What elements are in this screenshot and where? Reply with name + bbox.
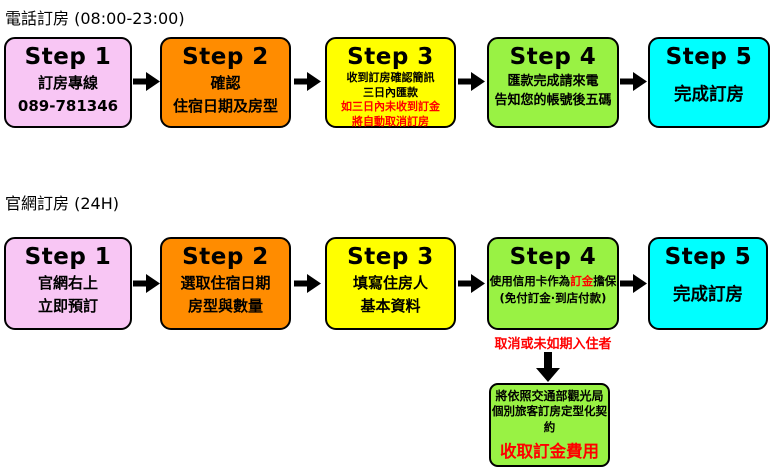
step-title: Step 3	[347, 244, 434, 270]
step-lines: 匯款完成請來電 告知您的帳號後五碼	[494, 73, 611, 109]
step-lines: 使用信用卡作為訂金擔保 (免付訂金·到店付款)	[490, 273, 617, 305]
step-lines: 確認 住宿日期及房型	[173, 72, 278, 117]
step-title: Step 2	[182, 44, 269, 70]
step-line-text: 使用信用卡作為	[489, 274, 571, 289]
step-title: Step 2	[182, 244, 269, 270]
step-title: Step 5	[665, 44, 753, 70]
step-lines: 選取住宿日期 房型與數量	[180, 272, 270, 317]
step-title: Step 1	[24, 244, 112, 270]
step-line: 填寫住房人	[352, 274, 428, 293]
arrow-right-icon	[133, 72, 160, 91]
step-line: 住宿日期及房型	[172, 96, 278, 115]
penalty-line: 個別旅客訂房定型化契約	[492, 404, 607, 434]
step-line: 匯款完成請來電	[507, 74, 599, 90]
step-line: 官網右上	[37, 274, 98, 293]
arrow-right-icon	[458, 274, 485, 293]
step-title: Step 4	[509, 244, 597, 270]
step-line: 完成訂房	[673, 285, 743, 306]
step-line: 089-781346	[17, 96, 119, 115]
penalty-box: 將依照交通部觀光局 個別旅客訂房定型化契約 收取訂金費用	[489, 383, 610, 467]
step-line: 確認	[210, 74, 241, 93]
phone-step5-box: Step 5 完成訂房	[648, 37, 770, 128]
web-step2-box: Step 2 選取住宿日期 房型與數量	[160, 237, 291, 330]
step-lines: 訂房專線 089-781346	[18, 72, 118, 117]
arrow-right-icon	[294, 72, 321, 91]
step-line: (免付訂金·到店付款)	[499, 290, 607, 305]
step-lines: 收到訂房確認簡訊 三日內匯款 如三日內未收到訂金 將自動取消訂房	[341, 71, 440, 129]
phone-step1-box: Step 1 訂房專線 089-781346	[4, 37, 132, 128]
arrow-right-icon	[294, 274, 321, 293]
web-step5-box: Step 5 完成訂房	[648, 237, 768, 330]
step-line: 完成訂房	[674, 85, 744, 106]
penalty-fee-label: 收取訂金費用	[500, 442, 599, 462]
step-line-text: 擔保	[593, 274, 617, 289]
phone-step3-box: Step 3 收到訂房確認簡訊 三日內匯款 如三日內未收到訂金 將自動取消訂房	[325, 37, 456, 128]
step-line: 訂房專線	[37, 74, 98, 93]
web-step4-box: Step 4 使用信用卡作為訂金擔保 (免付訂金·到店付款)	[487, 237, 619, 330]
deposit-highlight: 訂金	[570, 274, 594, 289]
arrow-down-icon	[536, 352, 560, 382]
step-line: 房型與數量	[187, 296, 263, 315]
step-line: 立即預訂	[37, 296, 98, 315]
arrow-right-icon	[133, 274, 160, 293]
step-lines: 填寫住房人 基本資料	[353, 272, 428, 317]
web-step3-box: Step 3 填寫住房人 基本資料	[325, 237, 456, 330]
step-lines: 官網右上 立即預訂	[38, 272, 98, 317]
phone-step2-box: Step 2 確認 住宿日期及房型	[160, 37, 291, 128]
arrow-right-icon	[620, 72, 647, 91]
step-title: Step 4	[509, 44, 597, 70]
cancel-condition-label: 取消或未如期入住者	[494, 337, 612, 352]
step-line: 收到訂房確認簡訊	[346, 71, 435, 85]
arrow-right-icon	[458, 72, 485, 91]
step-line: 使用信用卡作為訂金擔保	[490, 273, 617, 289]
step-title: Step 5	[664, 244, 752, 270]
step-warning-line: 如三日內未收到訂金	[341, 100, 440, 114]
step-title: Step 1	[24, 44, 112, 70]
step-warning-line: 將自動取消訂房	[352, 114, 429, 128]
step-title: Step 3	[347, 44, 434, 70]
arrow-right-icon	[620, 274, 647, 293]
step-line: 基本資料	[360, 296, 421, 315]
step-line: 三日內匯款	[363, 85, 418, 99]
phone-step4-box: Step 4 匯款完成請來電 告知您的帳號後五碼	[487, 37, 619, 128]
penalty-line: 將依照交通部觀光局	[495, 388, 604, 403]
phone-flow-heading: 電話訂房 (08:00-23:00)	[5, 9, 185, 28]
step-line: 告知您的帳號後五碼	[494, 92, 612, 108]
step-line: 選取住宿日期	[180, 274, 271, 293]
web-step1-box: Step 1 官網右上 立即預訂	[4, 237, 132, 330]
web-flow-heading: 官網訂房 (24H)	[5, 194, 119, 213]
